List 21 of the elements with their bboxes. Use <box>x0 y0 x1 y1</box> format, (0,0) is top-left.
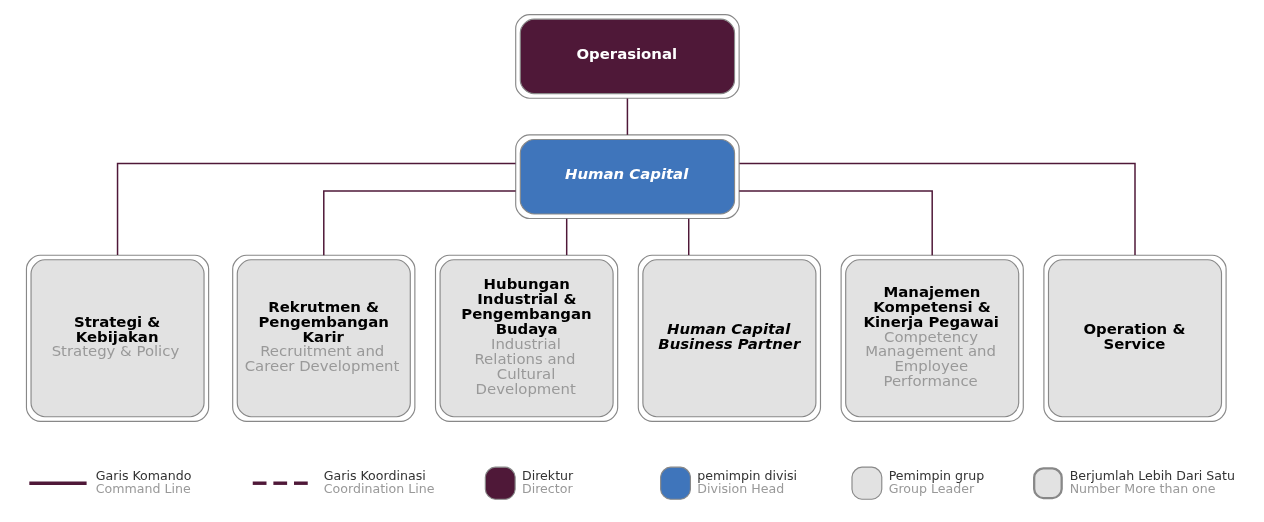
node-box: Operation & Service <box>1043 254 1227 422</box>
node-box: Manajemen Kompetensi & Kinerja Pegawai Competency Management and Employee Performance <box>840 254 1024 422</box>
node-box: Strategi & Kebijakan Strategy & Policy <box>25 254 210 422</box>
connector <box>323 189 517 256</box>
connector <box>565 217 568 256</box>
legend-label: Berjumlah Lebih Dari Satu Number More than one <box>1069 467 1235 496</box>
legend-label: Direktur Director <box>522 467 574 496</box>
connector <box>687 217 690 256</box>
node-box: Human Capital Business Partner <box>637 254 822 422</box>
connector <box>738 189 933 256</box>
node-box: Human Capital <box>515 133 740 219</box>
legend-label: pemimpin divisi Division Head <box>697 467 798 496</box>
legend-label: Pemimpin grup Group Leader <box>888 467 985 496</box>
connector <box>626 97 629 136</box>
connector <box>738 162 1136 256</box>
connector <box>116 162 517 256</box>
node-box: Rekrutmen & Pengembangan Karir Recruitment and Career Development <box>232 254 416 422</box>
legend-label: Garis Koordinasi Coordination Line <box>323 467 435 496</box>
node-box: Hubungan Industrial & Pengembangan Budaya Industrial Relations and Cultural Development <box>434 254 619 422</box>
legend-label: Garis Komando Command Line <box>95 467 192 496</box>
node-box: Operasional <box>515 13 740 99</box>
